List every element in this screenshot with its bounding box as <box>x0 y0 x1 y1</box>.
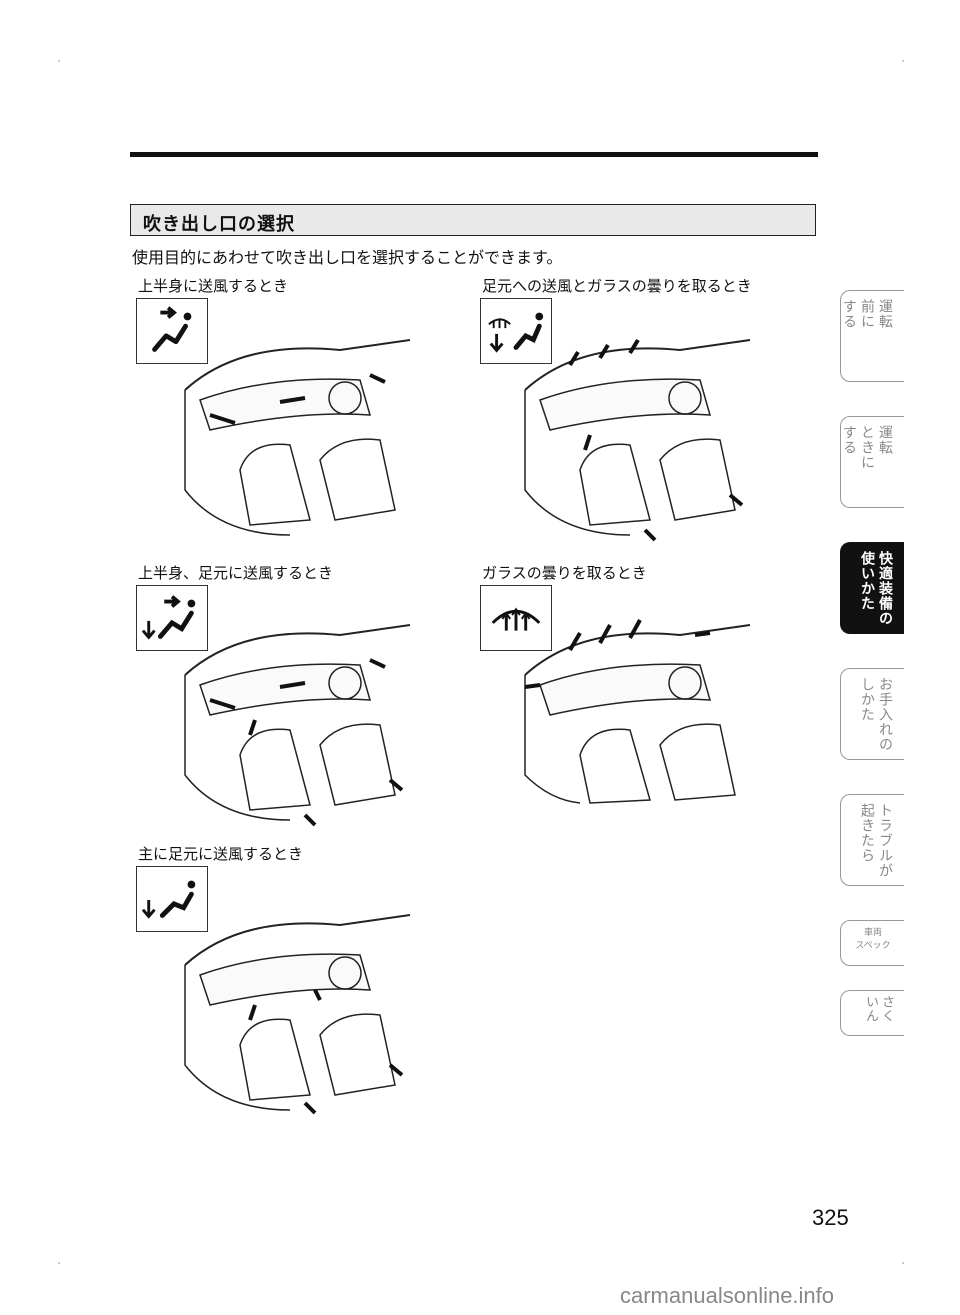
mode-caption-floor-defrost: 足元への送風とガラスの曇りを取るとき <box>482 277 752 295</box>
vent-face-icon <box>136 298 208 364</box>
mode-caption-defrost: ガラスの曇りを取るとき <box>482 564 647 582</box>
crop-mark <box>58 1262 60 1264</box>
cabin-illustration-face <box>184 339 411 536</box>
vent-floor-defrost-icon <box>480 298 552 364</box>
cabin-illustration-floor <box>184 914 411 1115</box>
section-title: 吹き出し口の選択 <box>143 214 295 235</box>
vent-floor-icon <box>136 866 208 932</box>
cabin-illustration-face-floor <box>184 624 411 827</box>
tab-maintenance[interactable]: お手入れの しかた <box>840 668 904 760</box>
mode-caption-floor: 主に足元に送風するとき <box>138 845 304 863</box>
mode-caption-face-floor: 上半身、足元に送風するとき <box>138 564 334 582</box>
tab-index[interactable]: さく いん <box>840 990 904 1036</box>
top-rule <box>130 152 818 157</box>
tab-before-driving[interactable]: 運転 前に する <box>840 290 904 382</box>
crop-mark <box>902 60 904 62</box>
intro-text: 使用目的にあわせて吹き出し口を選択することができます。 <box>132 248 563 267</box>
crop-mark <box>58 60 60 62</box>
page-number: 325 <box>812 1205 849 1230</box>
watermark: carmanualsonline.info <box>620 1283 835 1308</box>
cabin-illustration-defrost <box>524 619 751 804</box>
mode-caption-face: 上半身に送風するとき <box>138 277 289 295</box>
section-heading-box: 吹き出し口の選択 <box>130 204 816 236</box>
tab-vehicle-specs[interactable]: 車両 スペック <box>840 920 904 966</box>
crop-mark <box>902 1262 904 1264</box>
vent-defrost-icon <box>480 585 552 651</box>
tab-comfort-equipment[interactable]: 快適装備の 使いかた <box>840 542 904 634</box>
tab-while-driving[interactable]: 運転 ときに する <box>840 416 904 508</box>
tab-troubleshooting[interactable]: トラブルが 起きたら <box>840 794 904 886</box>
cabin-illustration-floor-defrost <box>524 338 751 542</box>
vent-face-floor-icon <box>136 585 208 651</box>
